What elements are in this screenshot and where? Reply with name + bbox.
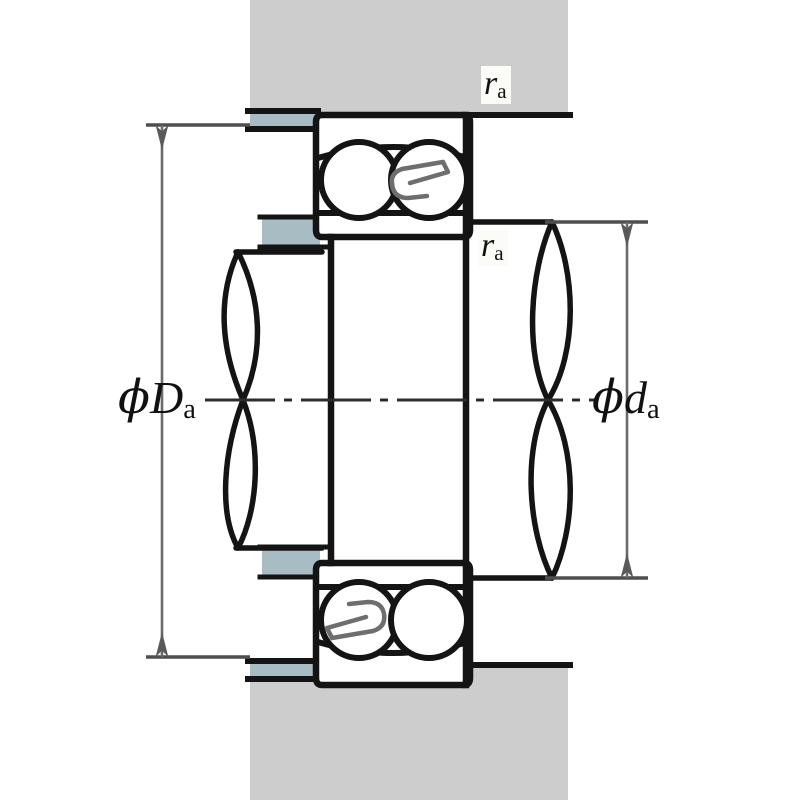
variable-r-mid: r (481, 227, 495, 264)
housing-block-upper (250, 0, 568, 114)
chamfer-band-shaft-upper (262, 218, 320, 246)
chamfer-band-shaft-lower (262, 548, 320, 576)
subscript-a-d: a (646, 394, 660, 426)
subscript-a-r-top: a (497, 78, 507, 103)
dimension-da (545, 220, 648, 580)
cage-lower (324, 599, 387, 641)
housing-outline-lower (245, 658, 573, 682)
housing-outline-upper (245, 108, 573, 132)
label-shaft-shoulder-diameter: ϕda (592, 372, 660, 426)
label-shaft-fillet-radius: ra (478, 228, 508, 266)
label-housing-shoulder-diameter: ϕDa (118, 372, 196, 426)
shaft-body-right (465, 219, 573, 581)
subscript-a-r-mid: a (494, 240, 504, 265)
dimension-Da (146, 123, 250, 659)
variable-d: d (623, 372, 647, 423)
phi-symbol-Da: ϕ (118, 370, 150, 425)
ball-upper-right (388, 139, 470, 221)
cage-upper (389, 159, 451, 201)
shaft-body-left (221, 249, 325, 551)
variable-D: D (149, 372, 184, 423)
label-housing-fillet-radius: ra (481, 66, 511, 104)
phi-symbol-da: ϕ (592, 370, 624, 425)
ball-lower-right (388, 579, 470, 661)
ball-upper-left (318, 139, 400, 221)
subscript-a-D: a (183, 394, 196, 426)
variable-r-top: r (484, 65, 498, 102)
